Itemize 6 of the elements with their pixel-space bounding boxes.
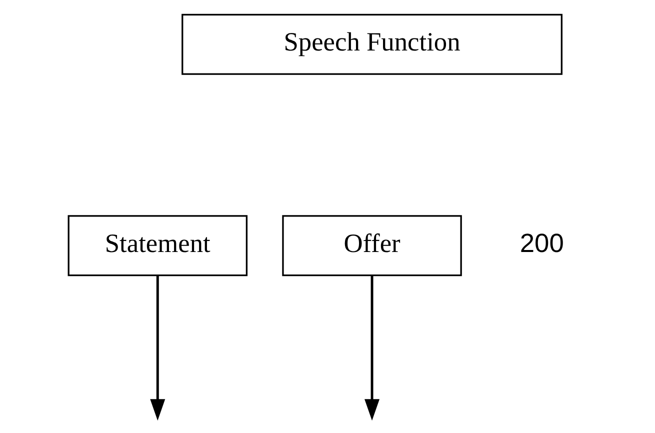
- node-box: Statement: [68, 215, 248, 276]
- arrow: [364, 275, 380, 421]
- node-box: Speech Function: [182, 14, 562, 75]
- node-box: Offer: [282, 215, 462, 276]
- label: 200: [520, 228, 564, 258]
- arrow: [150, 275, 166, 421]
